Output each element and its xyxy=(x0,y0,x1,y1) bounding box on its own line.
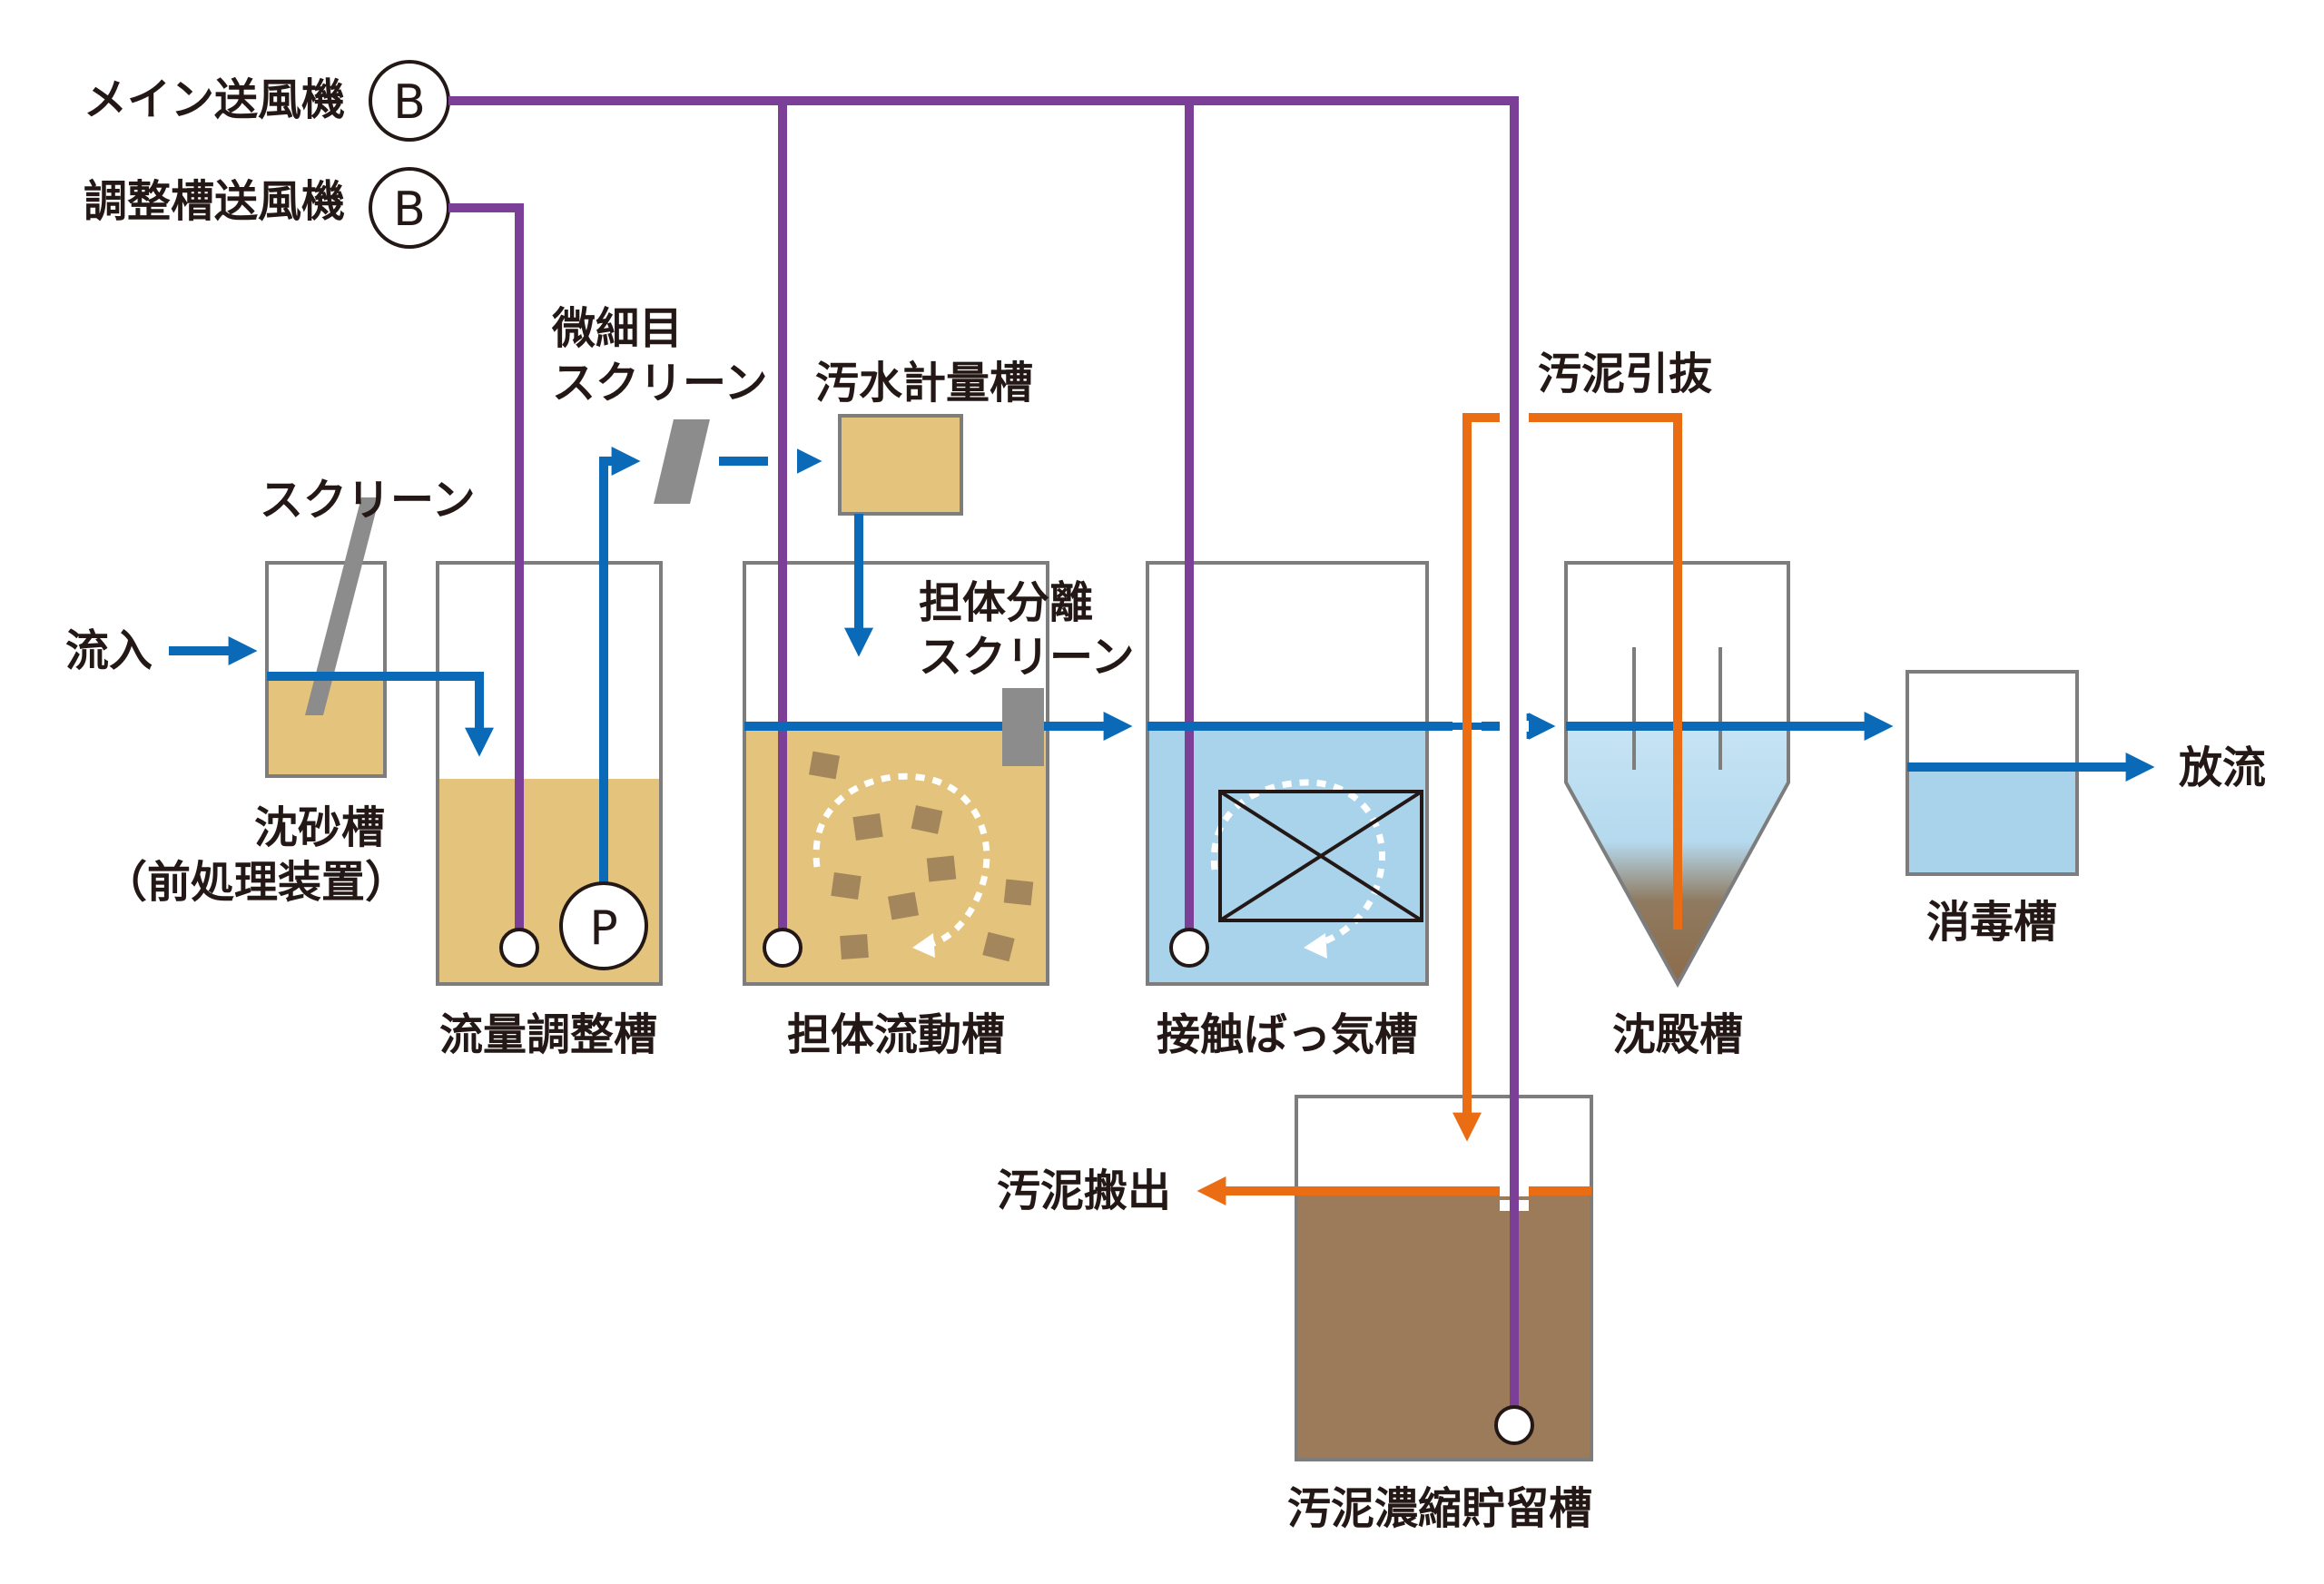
grit-tank xyxy=(265,561,387,778)
disinfection-tank-liquid xyxy=(1907,767,2077,874)
air-pipes xyxy=(448,96,1519,1423)
main-blower-symbol: B xyxy=(393,75,426,130)
pump-symbol: P xyxy=(589,901,617,956)
flow-adjust-tank xyxy=(436,561,663,986)
grit-tank-label-2: （前処理装置） xyxy=(103,857,409,908)
carrier-media xyxy=(808,751,1034,962)
circulation-arrow-carrier xyxy=(812,772,990,949)
metering-tank-label: 汚水計量槽 xyxy=(815,358,1033,408)
contact-media xyxy=(1218,790,1423,922)
carrier-tank-label: 担体流動槽 xyxy=(787,1009,1005,1060)
inflow-label: 流入 xyxy=(65,625,153,676)
sludge-removal-label: 汚泥搬出 xyxy=(997,1166,1171,1216)
pump: P xyxy=(559,881,648,970)
disinfection-tank xyxy=(1905,670,2079,876)
flow-adjust-tank-label: 流量調整槽 xyxy=(439,1009,657,1060)
circulation-arrow-aeration xyxy=(1210,779,1385,949)
carrier-separation-screen xyxy=(1002,688,1044,766)
settling-tank xyxy=(1564,561,1790,989)
adjust-blower-symbol: B xyxy=(393,182,426,237)
fine-screen-label-2: スクリーン xyxy=(552,358,768,408)
fine-screen xyxy=(654,419,710,504)
diffusers xyxy=(499,928,1534,1445)
screen-label: スクリーン xyxy=(260,475,476,526)
fine-screen-label-1: 微細目 xyxy=(551,303,683,354)
settling-baffles xyxy=(1632,647,1722,770)
sludge-storage-tank xyxy=(1295,1095,1593,1461)
disinfection-tank-label: 消毒槽 xyxy=(1926,897,2057,948)
adjust-blower-label: 調整槽送風機 xyxy=(84,176,345,227)
metering-tank-box xyxy=(838,414,963,516)
coarse-screen xyxy=(305,497,379,715)
main-blower-label: メイン送風機 xyxy=(84,74,345,125)
carrier-tank xyxy=(743,561,1049,986)
sludge-withdrawal-label: 汚泥引抜 xyxy=(1538,349,1712,399)
settling-tank-label: 沈殿槽 xyxy=(1612,1009,1743,1060)
sludge-tank-liquid xyxy=(1296,1191,1591,1460)
adjust-blower: B xyxy=(369,167,450,249)
aeration-tank-label: 接触ばっ気槽 xyxy=(1157,1009,1418,1060)
aeration-tank xyxy=(1146,561,1429,986)
carrier-screen-label-1: 担体分離 xyxy=(919,577,1093,628)
carrier-screen-label-2: スクリーン xyxy=(919,632,1135,683)
sludge-storage-tank-label: 汚泥濃縮貯留槽 xyxy=(1287,1483,1592,1534)
discharge-label: 放流 xyxy=(2179,743,2266,793)
grit-tank-label-1: 沈砂槽 xyxy=(254,802,385,853)
main-blower: B xyxy=(369,60,450,142)
